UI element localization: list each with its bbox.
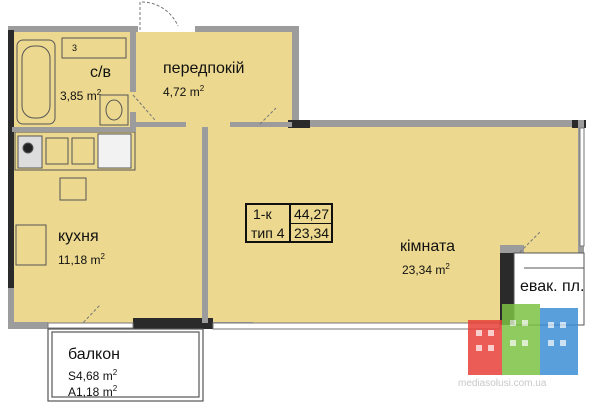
- window-living: [212, 322, 501, 330]
- stove-burner: [22, 142, 34, 154]
- logo-mark: [468, 304, 578, 375]
- logo-blue-block: [540, 308, 578, 375]
- kitchen-cabinet-left: [15, 224, 47, 266]
- window-kitchen: [47, 322, 134, 329]
- bathroom-area: 3,85 m2: [60, 88, 101, 103]
- logo-green-block: [502, 304, 540, 375]
- balcony-rail: [51, 331, 200, 398]
- fridge: [97, 133, 132, 169]
- wall-hall-bottom-right: [230, 122, 292, 127]
- kitchen-sink: [45, 137, 69, 165]
- wall-evac-top: [500, 245, 524, 253]
- logo-red-block: [468, 320, 502, 375]
- wall-top-right: [195, 26, 299, 32]
- wall-living-top: [292, 120, 584, 127]
- hallway-floor: [136, 32, 292, 125]
- evac-name: евак. пл.: [520, 278, 585, 295]
- toilet-bowl: [105, 99, 123, 121]
- kitchen-area: 11,18 m2: [58, 252, 105, 267]
- balcony-area-a: A1,18 m2: [68, 384, 117, 399]
- wall-inner-bath-low: [130, 112, 136, 132]
- dishwasher: [71, 137, 95, 165]
- wall-bottom-left: [8, 322, 48, 329]
- living-area: 23,34 m2: [402, 262, 450, 277]
- apartment-info-box: 1-к 44,27 тип 4 23,34: [245, 203, 333, 243]
- bathroom-fixtures: [16, 37, 129, 126]
- bathroom-name: с/в: [90, 64, 111, 81]
- balcony-area-s-value: S4,68 m: [68, 369, 113, 383]
- bathroom-floor: [12, 32, 136, 130]
- kitchen-name: кухня: [58, 228, 99, 245]
- info-type-count: 1-к: [253, 206, 272, 222]
- wall-hall-bottom-left: [136, 122, 186, 127]
- toilet-box: [99, 94, 129, 126]
- kitchen-fixtures: [14, 131, 136, 266]
- bathtub: [16, 39, 56, 125]
- doors: [79, 1, 541, 327]
- hallway-name: передпокій: [163, 60, 245, 77]
- bathroom-area-value: 3,85 m: [60, 89, 97, 103]
- wall-inner-bath-bottom: [12, 127, 136, 132]
- wall-inner-bath: [130, 32, 136, 92]
- balcony-area-s: S4,68 m2: [68, 368, 117, 383]
- kitchen-area-sup: 2: [100, 252, 105, 261]
- info-living-area: 23,34: [294, 225, 330, 241]
- hall-door-swing: [259, 107, 277, 125]
- hallway-area-value: 4,72 m: [163, 85, 200, 99]
- info-total-area: 44,27: [294, 206, 330, 222]
- living-name: кімната: [400, 238, 455, 255]
- balcony-outline: [47, 328, 204, 402]
- wall-inner-kitchen: [202, 127, 208, 323]
- bathroom-door-swing: [132, 94, 156, 121]
- kitchen-area-value: 11,18 m: [58, 253, 101, 267]
- balcony-area-a-value: A1,18 m: [68, 385, 113, 399]
- balcony-area-s-sup: 2: [112, 368, 118, 377]
- hallway-area: 4,72 m2: [163, 84, 204, 99]
- balcony-name: балкон: [68, 346, 120, 363]
- entrance-door-swing: [139, 1, 179, 30]
- wall-left-dark: [8, 30, 14, 288]
- balcony: [47, 328, 204, 402]
- wall-bottom-mid: [133, 318, 213, 329]
- wall-top-left: [8, 26, 138, 32]
- hallway-area-sup: 2: [199, 84, 205, 93]
- info-type-label: тип 4: [251, 225, 285, 241]
- wall-hall-right: [292, 26, 299, 124]
- sink: [61, 37, 127, 59]
- balcony-area-a-sup: 2: [112, 384, 118, 393]
- meter-label: 3: [72, 43, 77, 53]
- living-area-sup: 2: [445, 262, 450, 271]
- kitchen-table: [59, 177, 87, 201]
- living-area-value: 23,34 m: [402, 263, 446, 277]
- bathroom-area-sup: 2: [96, 88, 102, 97]
- info-divider-h: [289, 223, 331, 224]
- wall-living-top-dark: [288, 120, 310, 128]
- window-right: [579, 127, 585, 247]
- bathtub-inner: [21, 45, 51, 119]
- walls: [8, 26, 586, 329]
- watermark-text: mediasolusi.com.ua: [458, 378, 547, 389]
